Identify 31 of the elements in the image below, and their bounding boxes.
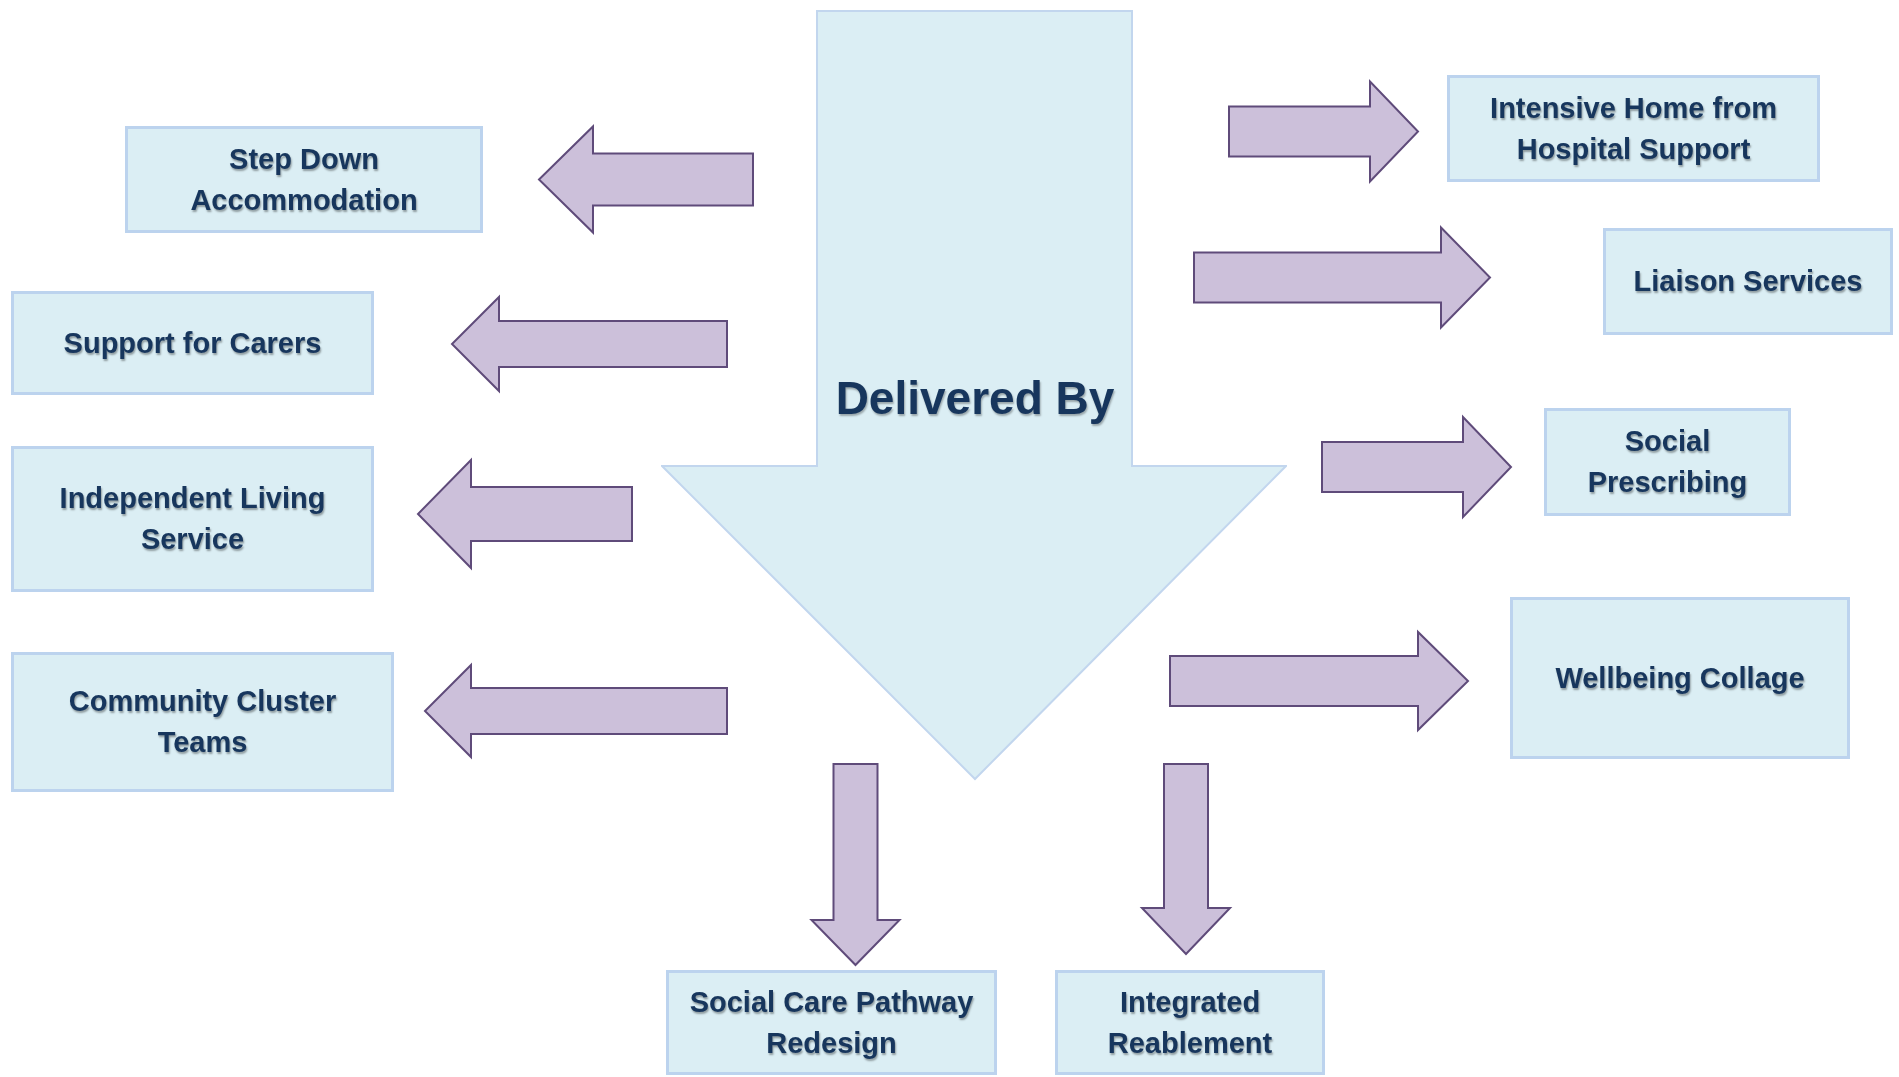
service-box xyxy=(1544,408,1791,516)
service-box xyxy=(1603,228,1893,335)
service-label: Intensive Home from Hospital Support xyxy=(1489,90,1778,167)
block-arrow xyxy=(537,124,754,235)
block-arrow xyxy=(450,294,728,394)
service-box xyxy=(125,126,483,233)
service-label: Community Cluster Teams xyxy=(67,684,338,760)
service-label: Integrated Reablement xyxy=(1106,984,1274,1061)
service-box xyxy=(1055,970,1325,1075)
service-box xyxy=(11,446,374,592)
block-arrow xyxy=(1193,225,1492,330)
service-label: Social Prescribing xyxy=(1586,424,1749,500)
heading-label: Delivered By xyxy=(835,371,1115,426)
service-box xyxy=(11,652,394,792)
service-label: Social Care Pathway Redesign xyxy=(688,984,975,1061)
block-arrow xyxy=(809,763,902,967)
service-box xyxy=(1447,75,1820,182)
service-label: Support for Carers xyxy=(63,325,322,361)
service-box xyxy=(11,291,374,395)
service-box xyxy=(1510,597,1850,759)
block-arrow xyxy=(1169,629,1470,733)
service-label: Independent Living Service xyxy=(58,481,327,557)
block-arrow xyxy=(423,662,728,760)
block-arrow xyxy=(1228,79,1420,184)
block-arrow xyxy=(1321,414,1513,520)
block-arrow xyxy=(416,457,633,571)
service-label: Step Down Accommodation xyxy=(189,141,419,218)
block-arrow xyxy=(1139,763,1233,956)
service-box xyxy=(666,970,997,1075)
service-label: Wellbeing Collage xyxy=(1555,660,1805,696)
service-label: Liaison Services xyxy=(1633,264,1863,300)
